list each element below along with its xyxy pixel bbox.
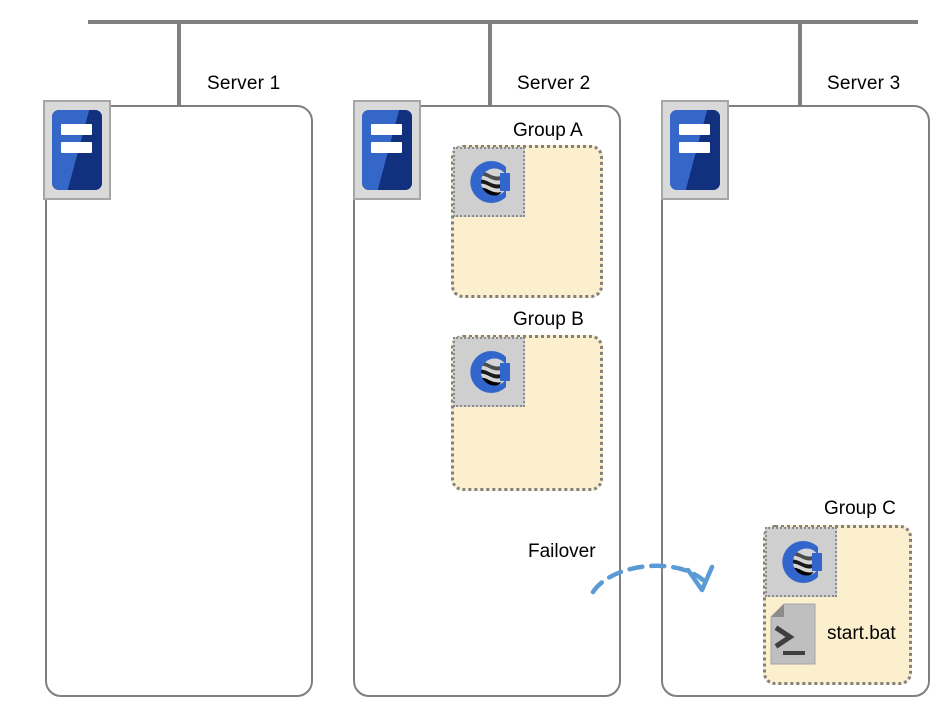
server-icon-bar [679,142,710,153]
network-drop-line-1 [177,22,181,106]
network-bus-line [88,20,918,24]
network-drop-line-3 [798,22,802,106]
server-icon-body [362,110,412,190]
server-icon-body [52,110,102,190]
cluster-logo-icon [765,527,837,597]
server-icon-bar [371,124,402,135]
server-icon-bar [61,142,92,153]
server-2-caption: Server 2 [517,73,591,94]
server-icon [661,100,729,200]
server-3-caption: Server 3 [827,73,901,94]
server-1-caption: Server 1 [207,73,281,94]
server-icon-bar [679,124,710,135]
bat-file-icon [769,603,817,665]
server-icon-bar [371,142,402,153]
server-icon [43,100,111,200]
server-1-panel[interactable] [45,105,313,697]
server-icon [353,100,421,200]
group-b-label: Group B [513,309,584,330]
failover-arrow-icon [590,563,715,595]
network-drop-line-2 [488,22,492,106]
server-icon-bar [61,124,92,135]
group-a-label: Group A [513,120,583,141]
script-file-row[interactable]: start.bat [769,603,896,665]
script-file-name: start.bat [827,623,896,644]
group-c-label: Group C [824,498,896,519]
cluster-logo-icon [453,147,525,217]
server-icon-body [670,110,720,190]
cluster-logo-icon [453,337,525,407]
failover-label: Failover [528,541,596,562]
